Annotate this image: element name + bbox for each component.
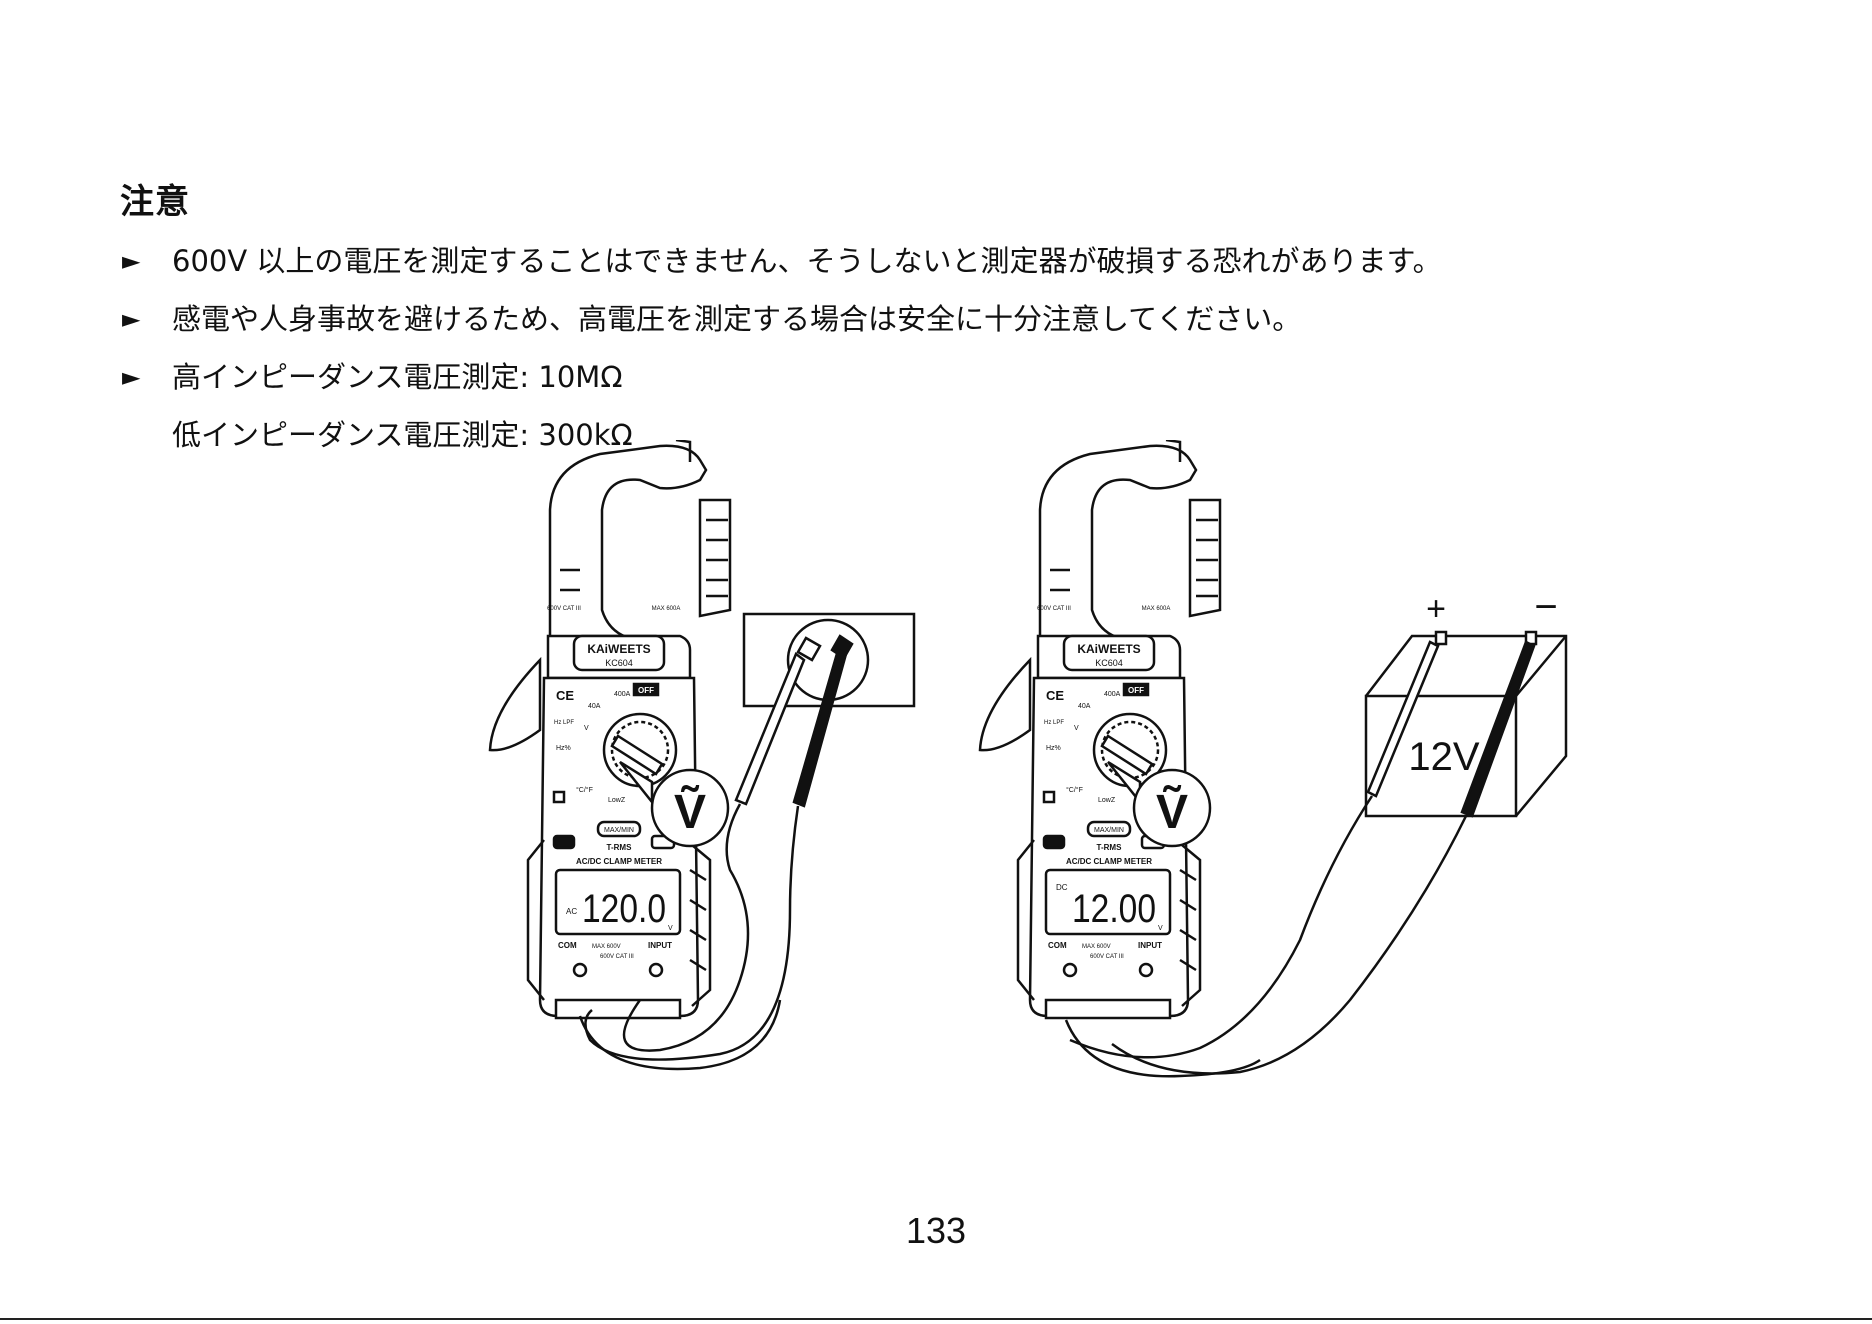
clamp-side-grip xyxy=(488,656,542,752)
hold-button[interactable] xyxy=(552,834,576,850)
jack-cat-label: 600V CAT III xyxy=(1090,954,1124,960)
clamp-side-grip xyxy=(978,656,1032,752)
battery-plus-label: + xyxy=(1426,590,1446,628)
dial-callout-symbol: Ṽ xyxy=(1156,784,1188,839)
caution-item: ► 高インピーダンス電圧測定: 10MΩ 低インピーダンス電圧測定: 300kΩ xyxy=(122,348,1442,464)
caution-item: ► 感電や人身事故を避けるため、高電圧を測定する場合は安全に十分注意してください… xyxy=(122,290,1442,348)
func-temp: °C/°F xyxy=(576,786,593,794)
meter-model: KC604 xyxy=(1095,658,1123,668)
dial-callout: Ṽ xyxy=(1107,760,1212,848)
jack-com-label: COM xyxy=(1048,941,1067,950)
battery: 12V + − xyxy=(1364,585,1568,818)
range-400a: 400A xyxy=(1104,691,1121,698)
jaw-rating-right: MAX 600A xyxy=(652,606,681,612)
ce-mark: CE xyxy=(1046,688,1064,703)
caution-item-text: 高インピーダンス電圧測定: 10MΩ xyxy=(172,360,623,394)
black-probe xyxy=(792,648,848,808)
jack-input[interactable] xyxy=(1138,962,1154,978)
clamp-trigger xyxy=(1188,498,1222,618)
func-lowz: LowZ xyxy=(1098,797,1116,804)
test-leads-right xyxy=(1064,640,1536,1078)
lcd-value: 120.0 xyxy=(582,887,666,931)
lcd-unit: V xyxy=(668,925,673,932)
lcd-unit: V xyxy=(1158,925,1163,932)
jack-com[interactable] xyxy=(1062,962,1078,978)
func-hz-pct: Hz% xyxy=(556,745,571,752)
hold-button[interactable] xyxy=(1042,834,1066,850)
clamp-meter-dc: KAiWEETS KC604 600V CAT III MAX 600A CE … xyxy=(978,440,1222,1020)
page-number: 133 xyxy=(905,1210,967,1251)
range-40a: 40A xyxy=(588,703,601,710)
clamp-trigger xyxy=(698,498,732,618)
jack-cat-label: 600V CAT III xyxy=(600,954,634,960)
lcd-display xyxy=(554,868,682,936)
off-label: OFF xyxy=(638,686,654,695)
off-label: OFF xyxy=(1128,686,1144,695)
trms-label: T-RMS xyxy=(607,843,633,852)
lcd-display xyxy=(1044,868,1172,936)
func-hz-lpf: Hz LPF xyxy=(554,720,574,726)
jack-rating: MAX 600V xyxy=(592,944,621,950)
maxmin-button[interactable] xyxy=(1086,820,1132,838)
bullet-marker: ► xyxy=(122,305,141,333)
caution-item-continuation: 低インピーダンス電圧測定: 300kΩ xyxy=(172,418,633,452)
jaw-rating-left: 600V CAT III xyxy=(1037,606,1071,612)
maxmin-label: MAX/MIN xyxy=(1094,827,1124,834)
red-probe xyxy=(1366,640,1440,798)
func-lowz: LowZ xyxy=(608,797,626,804)
test-leads-left xyxy=(578,648,848,1071)
dial-callout: Ṽ xyxy=(619,760,730,848)
jack-com-label: COM xyxy=(558,941,577,950)
func-v: V xyxy=(1074,725,1079,732)
maxmin-button[interactable] xyxy=(596,820,642,838)
bottom-rule xyxy=(0,1318,1872,1320)
lcd-mode: DC xyxy=(1056,883,1068,892)
bullet-marker: ► xyxy=(122,363,141,391)
clamp-meter-ac: KAiWEETS KC604 600V CAT III MAX 600A CE … xyxy=(488,440,732,1020)
jack-com[interactable] xyxy=(572,962,588,978)
lcd-mode: AC xyxy=(566,907,577,916)
clamp-jaw xyxy=(548,444,708,642)
meter-type-label: AC/DC CLAMP METER xyxy=(1066,857,1152,866)
measurement-illustration: KAiWEETS KC604 600V CAT III MAX 600A CE … xyxy=(488,440,1568,1078)
jack-rating: MAX 600V xyxy=(1082,944,1111,950)
caution-item: ► 600V 以上の電圧を測定することはできません、そうしないと測定器が破損する… xyxy=(122,232,1442,290)
meter-brand: KAiWEETS xyxy=(587,642,650,656)
func-hz-pct: Hz% xyxy=(1046,745,1061,752)
battery-minus-label: − xyxy=(1534,585,1557,629)
battery-voltage-label: 12V xyxy=(1408,735,1479,779)
clamp-jaw xyxy=(1038,444,1198,642)
caution-heading: 注意 xyxy=(120,182,190,222)
func-v: V xyxy=(584,725,589,732)
ac-outlet xyxy=(742,612,916,708)
lcd-value: 12.00 xyxy=(1072,887,1156,931)
jack-input[interactable] xyxy=(648,962,664,978)
range-40a: 40A xyxy=(1078,703,1091,710)
jaw-rating-right: MAX 600A xyxy=(1142,606,1171,612)
meter-type-label: AC/DC CLAMP METER xyxy=(576,857,662,866)
maxmin-label: MAX/MIN xyxy=(604,827,634,834)
caution-item-text: 600V 以上の電圧を測定することはできません、そうしないと測定器が破損する恐れ… xyxy=(172,244,1442,278)
black-probe xyxy=(1460,640,1536,818)
jaw-rating-left: 600V CAT III xyxy=(547,606,581,612)
caution-list: ► 600V 以上の電圧を測定することはできません、そうしないと測定器が破損する… xyxy=(122,232,1442,464)
func-temp: °C/°F xyxy=(1066,786,1083,794)
jack-input-label: INPUT xyxy=(648,941,672,950)
red-probe xyxy=(734,652,806,806)
caution-item-text: 感電や人身事故を避けるため、高電圧を測定する場合は安全に十分注意してください。 xyxy=(172,302,1302,336)
bullet-marker: ► xyxy=(122,247,141,275)
meter-brand: KAiWEETS xyxy=(1077,642,1140,656)
dial-callout-symbol: Ṽ xyxy=(674,784,706,839)
trms-label: T-RMS xyxy=(1097,843,1123,852)
meter-model: KC604 xyxy=(605,658,633,668)
jack-input-label: INPUT xyxy=(1138,941,1162,950)
ce-mark: CE xyxy=(556,688,574,703)
func-hz-lpf: Hz LPF xyxy=(1044,720,1064,726)
range-400a: 400A xyxy=(614,691,631,698)
